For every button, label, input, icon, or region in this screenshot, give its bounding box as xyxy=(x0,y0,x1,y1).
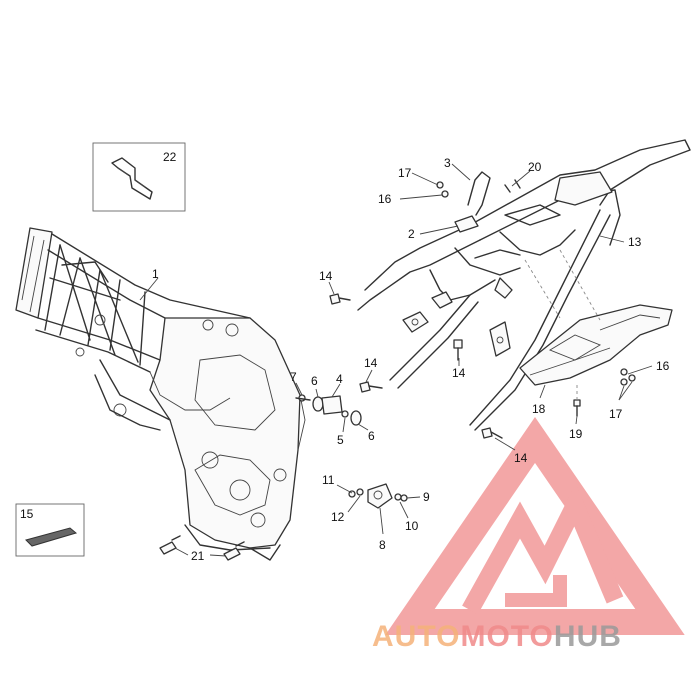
label-14b: 14 xyxy=(364,356,378,370)
watermark-inner-g xyxy=(505,575,567,607)
label-9: 9 xyxy=(423,490,430,504)
watermark-hub: HUB xyxy=(554,620,622,653)
label-3: 3 xyxy=(444,156,451,170)
dashed-guides xyxy=(524,249,601,400)
label-2: 2 xyxy=(408,227,415,241)
label-4: 4 xyxy=(336,372,343,386)
label-8: 8 xyxy=(379,538,386,552)
label-21: 21 xyxy=(191,549,205,563)
label-14d: 14 xyxy=(514,451,528,465)
label-11: 11 xyxy=(322,473,335,487)
watermark-logo xyxy=(385,417,685,635)
label-6b: 6 xyxy=(368,429,375,443)
label-7: 7 xyxy=(290,370,297,384)
label-13: 13 xyxy=(628,235,642,249)
label-10: 10 xyxy=(405,519,419,533)
part-22-box: 22 xyxy=(92,142,186,212)
watermark-triangle-outer xyxy=(385,417,685,635)
label-16b: 16 xyxy=(656,359,670,373)
label-12: 12 xyxy=(331,510,345,524)
callout-labels: 1 2 3 17 16 20 13 14 14 14 14 7 6 4 5 6 … xyxy=(152,156,670,563)
label-18: 18 xyxy=(532,402,546,416)
label-6a: 6 xyxy=(311,374,318,388)
label-20: 20 xyxy=(528,160,542,174)
part-3-strap xyxy=(454,171,491,233)
label-5: 5 xyxy=(337,433,344,447)
label-17b: 17 xyxy=(609,407,623,421)
part-15-box: 15 xyxy=(15,503,85,557)
watermark-auto: AUTO xyxy=(372,620,460,653)
rear-subframe xyxy=(357,139,691,431)
label-15: 15 xyxy=(20,507,34,521)
label-17a: 17 xyxy=(398,166,412,180)
label-14c: 14 xyxy=(452,366,466,380)
label-16a: 16 xyxy=(378,192,392,206)
label-22: 22 xyxy=(163,150,177,164)
watermark-wordmark: AUTOMOTOHUB xyxy=(372,620,622,653)
leader-lines xyxy=(139,163,653,557)
watermark-m-shape xyxy=(462,483,624,615)
label-19: 19 xyxy=(569,427,583,441)
fasteners xyxy=(159,179,636,561)
part-18-undertray xyxy=(519,304,673,386)
svg-text:AUTOMOTOHUB: AUTOMOTOHUB xyxy=(372,620,622,653)
main-frame xyxy=(15,227,306,561)
label-14a: 14 xyxy=(319,269,333,283)
watermark-moto: MOTO xyxy=(460,620,553,653)
label-1: 1 xyxy=(152,267,159,281)
